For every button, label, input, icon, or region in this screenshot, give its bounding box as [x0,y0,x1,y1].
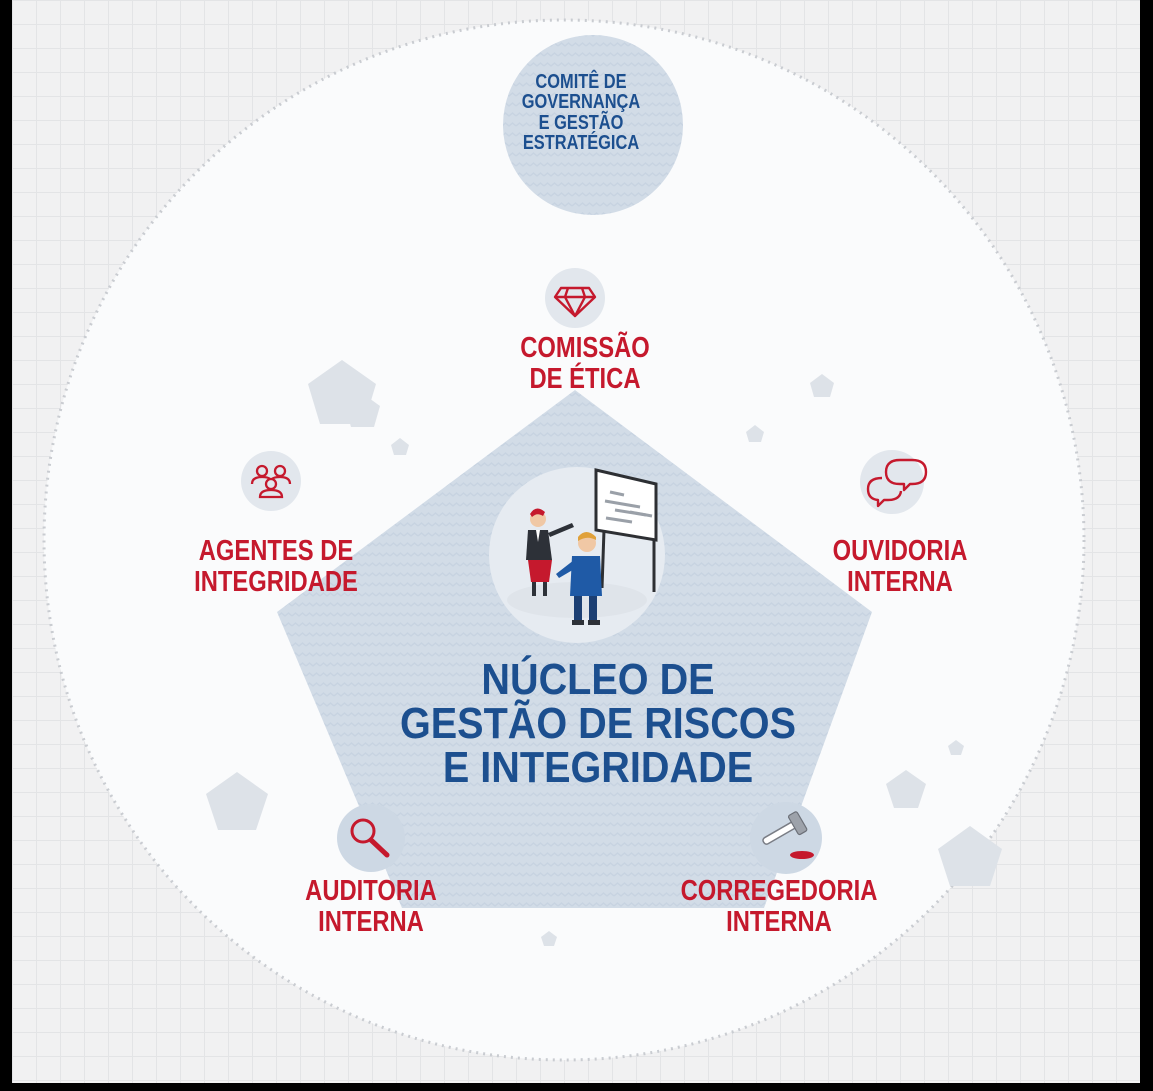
center-label-line-3: E INTEGRIDADE [442,743,754,792]
center-label-line-2: GESTÃO DE RISCOS [399,699,797,748]
decorative-pentagons [206,360,1002,946]
diagram-artwork [42,18,1086,1062]
ouvidoria-label: OUVIDORIA INTERNA [832,535,968,599]
committee-label-line-1: COMITÊ DE [535,71,627,93]
gavel-icon [762,811,814,859]
presentation-illustration [489,467,665,643]
committee-label-line-4: ESTRATÉGICA [522,132,640,155]
committee-label-line-3: E GESTÃO [538,111,624,134]
ouvidoria-label-line-2: INTERNA [847,566,953,599]
agentes-label-line-1: AGENTES DE [198,535,354,567]
committee-label-line-2: GOVERNANÇA [521,91,641,114]
committee-label: COMITÊ DE GOVERNANÇA E GESTÃO ESTRATÉGIC… [522,72,640,154]
etica-label: COMISSÃO DE ÉTICA [520,332,650,396]
diamond-icon [553,286,597,318]
etica-label-line-1: COMISSÃO [520,332,650,364]
etica-label-line-2: DE ÉTICA [529,363,641,396]
diagram-canvas: COMITÊ DE GOVERNANÇA E GESTÃO ESTRATÉGIC… [12,0,1140,1083]
auditoria-label-line-2: INTERNA [318,906,424,939]
center-label: NÚCLEO DE GESTÃO DE RISCOS E INTEGRIDADE [400,658,796,790]
central-pentagon [277,390,872,908]
corregedoria-label-line-1: CORREGEDORIA [680,875,878,907]
agentes-label-line-2: INTEGRIDADE [194,566,358,599]
committee-circle [503,35,683,215]
corregedoria-label-line-2: INTERNA [726,906,832,939]
center-label-line-1: NÚCLEO DE [481,655,715,704]
agentes-label: AGENTES DE INTEGRIDADE [194,535,358,599]
magnifier-icon [350,818,390,858]
auditoria-label-line-1: AUDITORIA [305,875,437,907]
speech-bubbles-icon [866,458,928,508]
ouvidoria-label-line-1: OUVIDORIA [832,535,968,567]
auditoria-label: AUDITORIA INTERNA [305,875,437,939]
corregedoria-icon-circle [750,802,822,874]
people-group-icon [250,464,292,499]
corregedoria-label: CORREGEDORIA INTERNA [680,875,878,939]
agentes-icon-circle [241,451,301,511]
